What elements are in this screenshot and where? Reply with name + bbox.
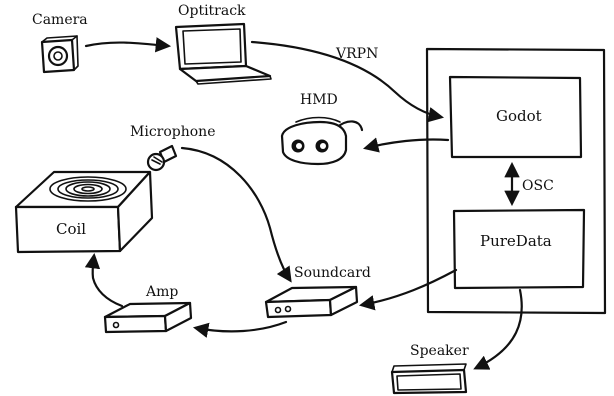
microphone-label: Microphone bbox=[130, 124, 215, 140]
camera-icon bbox=[40, 35, 79, 74]
godot-label: Godot bbox=[496, 107, 542, 125]
coil-label: Coil bbox=[56, 220, 86, 238]
arrow-microphone-to-soundcard bbox=[180, 146, 292, 283]
hmd-icon bbox=[280, 116, 364, 166]
amp-icon bbox=[103, 301, 193, 334]
camera-label: Camera bbox=[32, 12, 88, 28]
amp-label: Amp bbox=[145, 284, 178, 300]
arrow-godot-to-hmd bbox=[363, 137, 450, 153]
puredata-box bbox=[452, 208, 586, 290]
arrow-camera-to-optitrack bbox=[84, 37, 172, 53]
coil-icon bbox=[14, 170, 154, 254]
arrow-optitrack-to-godot bbox=[250, 40, 445, 123]
optitrack-label: Optitrack bbox=[178, 3, 246, 19]
laptop-icon bbox=[174, 22, 272, 85]
arrow-amp-to-coil bbox=[84, 252, 124, 308]
vrpn-label: VRPN bbox=[335, 46, 378, 62]
hmd-label: HMD bbox=[300, 92, 338, 108]
computer-enclosure bbox=[425, 47, 607, 315]
speaker-icon bbox=[390, 363, 468, 395]
soundcard-label: Soundcard bbox=[294, 265, 371, 281]
speaker-label: Speaker bbox=[410, 343, 469, 359]
arrow-puredata-to-soundcard bbox=[358, 268, 458, 311]
soundcard-icon bbox=[264, 285, 359, 319]
arrow-soundcard-to-amp bbox=[192, 320, 288, 338]
osc-label: OSC bbox=[522, 178, 554, 194]
arrow-puredata-to-speaker bbox=[473, 288, 523, 370]
puredata-label: PureData bbox=[480, 232, 552, 250]
godot-box bbox=[448, 75, 583, 159]
microphone-icon bbox=[146, 144, 178, 172]
